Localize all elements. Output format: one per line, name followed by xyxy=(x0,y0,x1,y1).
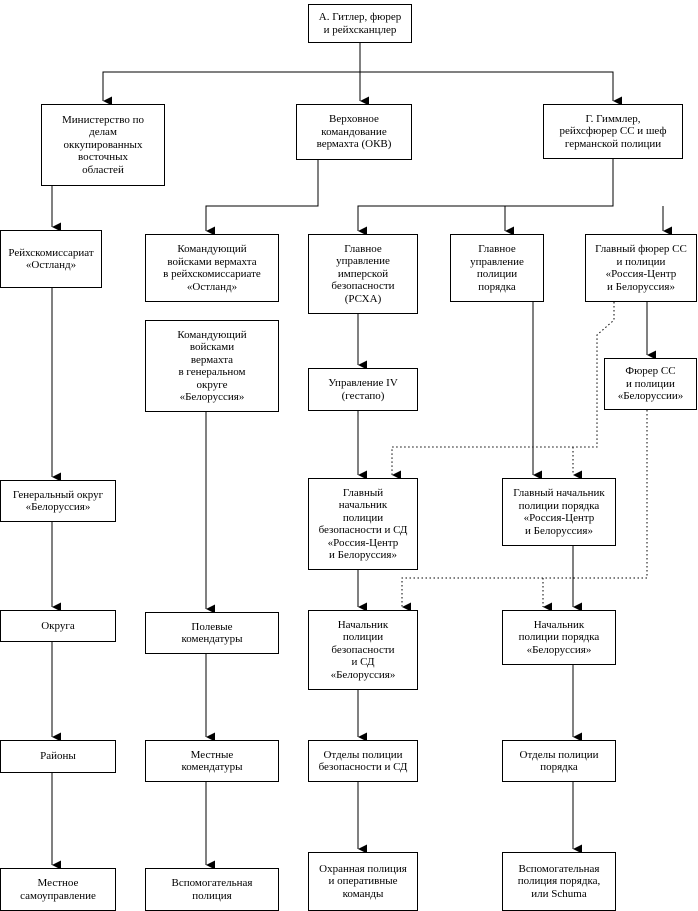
node-local-self-government: Местное самоуправление xyxy=(0,868,116,911)
connector-dotted-hssp-to-centers xyxy=(391,302,615,480)
node-sd-departments: Отделы полиции безопасности и СД xyxy=(308,740,418,782)
node-order-police-chief-belarus: Начальник полиции порядка «Белоруссия» xyxy=(502,610,616,665)
node-field-kommandanturen: Полевые комендатуры xyxy=(145,612,279,654)
node-reichskommissariat-ostland: Рейхскомиссариат «Остланд» xyxy=(0,230,102,288)
node-order-police-main: Главное управление полиции порядка xyxy=(450,234,544,302)
node-hssp-center: Главный фюрер СС и полиции «Россия-Центр… xyxy=(585,234,697,302)
node-hitler: А. Гитлер, фюрер и рейхсканцлер xyxy=(308,4,412,43)
node-order-police-departments: Отделы полиции порядка xyxy=(502,740,616,782)
node-commander-belarus: Командующий войсками вермахта в генераль… xyxy=(145,320,279,412)
node-okruga: Округа xyxy=(0,610,116,642)
connector-dotted-sspf-to-chiefs xyxy=(401,410,648,612)
node-general-district: Генеральный округ «Белоруссия» xyxy=(0,480,116,522)
connector-hitler-to-ministry xyxy=(102,43,361,106)
node-security-police: Охранная полиция и оперативные команды xyxy=(308,852,418,911)
node-ministry: Министерство по делам оккупированных вос… xyxy=(41,104,165,186)
node-auxiliary-police: Вспомогательная полиция xyxy=(145,868,279,911)
connector-okw-to-cmd-ostland xyxy=(205,160,319,236)
node-sd-chief-belarus: Начальник полиции безопасности и СД «Бел… xyxy=(308,610,418,690)
node-rayony: Районы xyxy=(0,740,116,773)
connector-himmler-to-rsha xyxy=(357,159,614,236)
node-commander-ostland: Командующий войсками вермахта в рейхском… xyxy=(145,234,279,302)
node-sd-chief-center: Главный начальник полиции безопасности и… xyxy=(308,478,418,570)
node-sspf-belarus: Фюрер СС и полиции «Белоруссии» xyxy=(604,358,697,410)
node-himmler: Г. Гиммлер, рейхсфюрер СС и шеф германск… xyxy=(543,104,683,159)
node-order-police-chief-center: Главный начальник полиции порядка «Росси… xyxy=(502,478,616,546)
node-rsha: Главное управление имперской безопасност… xyxy=(308,234,418,314)
connector-hitler-to-himmler xyxy=(360,71,622,106)
node-gestapo: Управление IV (гестапо) xyxy=(308,368,418,411)
node-okw: Верховное командование вермахта (ОКВ) xyxy=(296,104,412,160)
node-local-kommandanturen: Местные комендатуры xyxy=(145,740,279,782)
node-schuma: Вспомогательная полиция порядка, или Sch… xyxy=(502,852,616,911)
